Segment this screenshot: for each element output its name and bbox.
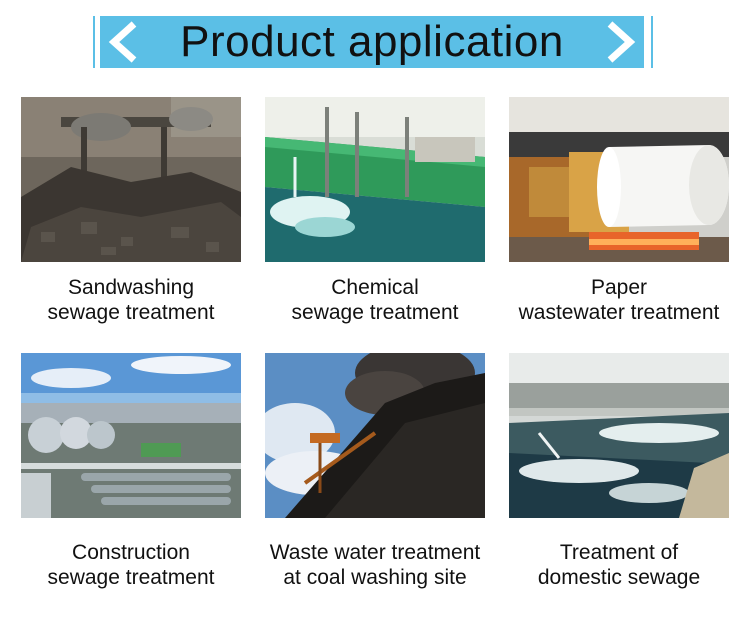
caption-line2: at coal washing site [283, 566, 467, 589]
caption-line2: sewage treatment [47, 301, 215, 324]
caption-line2: sewage treatment [47, 566, 215, 589]
photo-construction [21, 353, 241, 518]
caption-line1: Treatment of [559, 541, 679, 564]
caption-line2: sewage treatment [291, 301, 459, 324]
caption-coal-washing: Waste water treatment at coal washing si… [255, 540, 495, 590]
caption-sandwashing: Sandwashing sewage treatment [11, 275, 251, 325]
caption-line1: Construction [72, 541, 190, 564]
caption-line1: Chemical [331, 276, 419, 299]
caption-line1: Paper [590, 276, 648, 299]
chevron-left-icon [108, 21, 137, 63]
caption-line1: Sandwashing [67, 276, 195, 299]
page-title: Product application [180, 17, 564, 66]
caption-paper: Paper wastewater treatment [499, 275, 739, 325]
caption-line1: Waste water treatment [269, 541, 481, 564]
caption-line2: wastewater treatment [518, 301, 720, 324]
caption-line2: domestic sewage [537, 566, 701, 589]
caption-chemical: Chemical sewage treatment [255, 275, 495, 325]
caption-construction: Construction sewage treatment [11, 540, 251, 590]
photo-sandwashing [21, 97, 241, 262]
photo-coal-washing [265, 353, 485, 518]
banner-left-line [93, 16, 95, 68]
photo-domestic-sewage [509, 353, 729, 518]
photo-chemical [265, 97, 485, 262]
banner-right-line [651, 16, 653, 68]
caption-domestic-sewage: Treatment of domestic sewage [499, 540, 739, 590]
title-banner [100, 16, 644, 68]
photo-paper [509, 97, 729, 262]
chevron-right-icon [607, 21, 636, 63]
